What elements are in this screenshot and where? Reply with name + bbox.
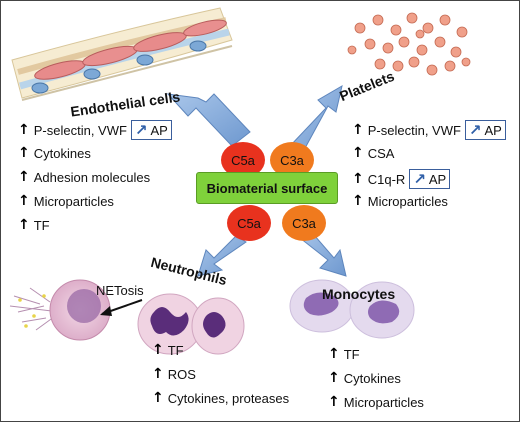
monocytes-illustration [289,279,415,339]
endothelial-cells-illustration [11,7,233,101]
endothelial-item-1-label: P-selectin, VWF [33,122,127,138]
increase-arrow-icon: ↗ [134,121,148,139]
platelets-item-3: ↑ C1q-R ↗AP [352,169,451,189]
up-arrow-icon: ↑ [152,390,164,406]
c3a-bottom-label: C3a [292,215,316,231]
platelets-item-1-label: P-selectin, VWF [367,122,461,138]
endothelial-item-1: ↑ P-selectin, VWF ↗AP [18,120,172,140]
increase-arrow-icon: ↗ [468,121,482,139]
up-arrow-icon: ↑ [18,169,30,185]
up-arrow-icon: ↑ [352,145,364,161]
up-arrow-icon: ↑ [352,193,364,209]
up-arrow-icon: ↑ [328,346,340,362]
monocytes-item-2-label: Cytokines [343,370,401,386]
ap-box: ↗AP [464,120,506,140]
biomaterial-surface-label: Biomaterial surface [206,180,328,196]
neutrophils-illustration [137,293,245,355]
up-arrow-icon: ↑ [18,217,30,233]
endothelial-item-5: ↑TF [18,217,50,233]
ap-label: AP [484,122,502,138]
neutrophils-item-1: ↑TF [152,342,184,358]
platelets-illustration [347,12,471,76]
platelets-item-3-label: C1q-R [367,171,406,187]
c3a-top-label: C3a [280,152,304,168]
up-arrow-icon: ↑ [18,193,30,209]
platelets-item-1: ↑ P-selectin, VWF ↗AP [352,120,506,140]
endothelial-item-4-label: Microparticles [33,193,114,209]
c3a-bottom-oval: C3a [282,205,326,241]
up-arrow-icon: ↑ [18,145,30,161]
up-arrow-icon: ↑ [352,122,364,138]
platelets-item-2: ↑CSA [352,145,394,161]
neutrophils-item-3: ↑Cytokines, proteases [152,390,289,406]
up-arrow-icon: ↑ [352,171,364,187]
endothelial-item-2-label: Cytokines [33,145,91,161]
endothelial-item-5-label: TF [33,217,50,233]
neutrophils-item-3-label: Cytokines, proteases [167,390,290,406]
ap-label: AP [150,122,168,138]
monocytes-title: Monocytes [322,286,396,302]
c5a-bottom-oval: C5a [227,205,271,241]
monocytes-item-1: ↑TF [328,346,360,362]
netosis-label: NETosis [96,283,144,298]
platelets-item-4-label: Microparticles [367,193,448,209]
monocytes-item-3-label: Microparticles [343,394,424,410]
up-arrow-icon: ↑ [152,366,164,382]
endothelial-item-3-label: Adhesion molecules [33,169,151,185]
platelets-item-2-label: CSA [367,145,395,161]
c5a-bottom-label: C5a [237,215,261,231]
ap-label: AP [428,171,447,187]
endothelial-item-3: ↑Adhesion molecules [18,169,150,185]
netosis-illustration [9,279,143,341]
biomaterial-surface-box: Biomaterial surface [196,172,338,204]
arrow-to-endothelial [166,93,251,147]
neutrophils-item-2: ↑ROS [152,366,196,382]
c5a-top-label: C5a [231,152,255,168]
endothelial-item-4: ↑Microparticles [18,193,114,209]
up-arrow-icon: ↑ [328,394,340,410]
neutrophils-item-1-label: TF [167,342,184,358]
monocytes-item-2: ↑Cytokines [328,370,401,386]
increase-arrow-icon: ↗ [413,170,426,188]
endothelial-item-2: ↑Cytokines [18,145,91,161]
neutrophils-item-2-label: ROS [167,366,196,382]
monocytes-item-1-label: TF [343,346,360,362]
ap-box: ↗AP [409,169,451,189]
arrow-to-platelets [289,84,343,151]
platelets-item-4: ↑Microparticles [352,193,448,209]
ap-box: ↗AP [130,120,172,140]
up-arrow-icon: ↑ [18,122,30,138]
arrow-to-neutrophils [197,235,247,277]
up-arrow-icon: ↑ [328,370,340,386]
monocytes-item-3: ↑Microparticles [328,394,424,410]
up-arrow-icon: ↑ [152,342,164,358]
